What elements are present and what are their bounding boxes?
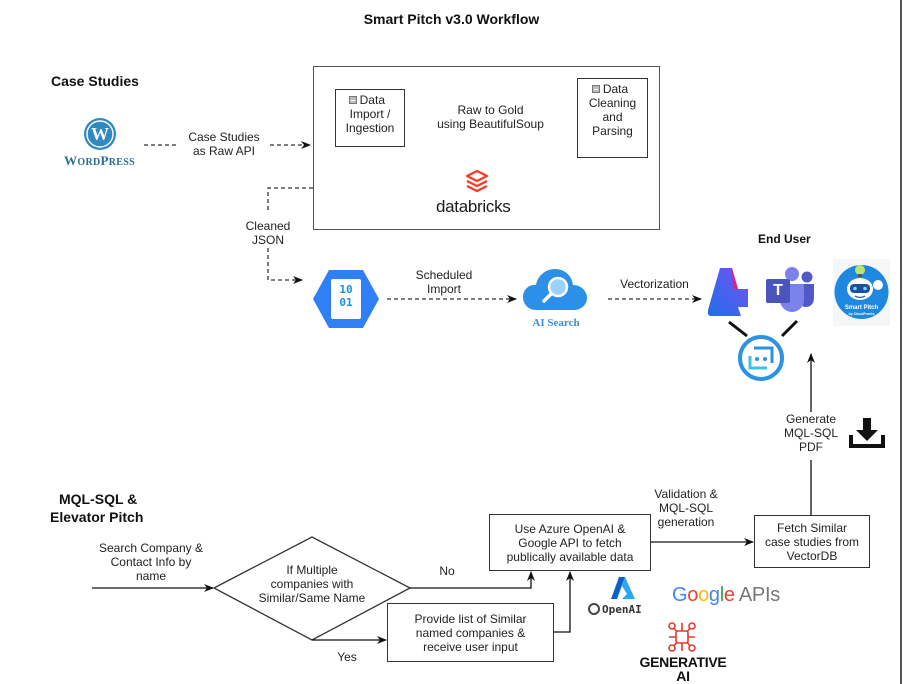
edge-no-to-azure xyxy=(410,571,535,589)
ai-search-label: AI Search xyxy=(532,317,580,329)
decision-node: If Multiple companies with Similar/Same … xyxy=(258,563,366,605)
collapse-icon[interactable] xyxy=(591,85,600,93)
generative-ai-icon xyxy=(668,622,696,652)
section-heading-mql-line2: Elevator Pitch xyxy=(50,509,144,525)
fetch-similar-box[interactable]: Fetch Similar case studies from VectorDB xyxy=(754,515,870,568)
page-border-right xyxy=(900,0,902,684)
openai-logo: OpenAI xyxy=(588,600,642,618)
edge-label-vectorization: Vectorization xyxy=(620,277,689,291)
diagram-title: Smart Pitch v3.0 Workflow xyxy=(363,11,540,27)
databricks-wordmark: databricks xyxy=(436,197,511,216)
edge-label-generate-pdf: Generate MQL-SQL PDF xyxy=(776,412,846,454)
edge-label-cleaned-json: Cleaned JSON xyxy=(243,219,293,247)
edge-databricks-to-storage xyxy=(267,187,313,210)
blob-storage-binary: 10 01 xyxy=(339,283,353,309)
section-heading-mql: MQL-SQL & Elevator Pitch xyxy=(50,490,143,526)
databricks-icon xyxy=(465,169,489,193)
svg-text:W: W xyxy=(91,124,109,144)
teams-icon: T xyxy=(766,266,814,312)
edge-provide-to-azure xyxy=(553,571,574,633)
wordpress-wordmark: WORDPRESS xyxy=(64,153,135,168)
wordpress-icon: W xyxy=(84,118,116,150)
edge-label-raw-to-gold: Raw to Gold using BeautifulSoup xyxy=(437,103,544,131)
section-heading-case-studies: Case Studies xyxy=(51,73,139,89)
edge-copilot-to-bot xyxy=(728,320,748,338)
openai-icon xyxy=(588,602,600,615)
wordpress-logo: W WORDPRESS xyxy=(57,117,142,172)
edge-label-yes: Yes xyxy=(337,650,357,664)
edge-teams-to-bot xyxy=(780,319,799,338)
edge-label-no: No xyxy=(439,564,455,578)
blob-storage-icon: 10 01 xyxy=(313,270,379,328)
smart-pitch-logo-title: Smart Pitch xyxy=(844,305,879,311)
azure-openai-fetch-box[interactable]: Use Azure OpenAI & Google API to fetch p… xyxy=(489,514,651,571)
download-icon xyxy=(849,418,885,448)
data-import-box[interactable]: Data Import / Ingestion xyxy=(335,89,405,147)
bot-service-icon xyxy=(738,335,784,381)
section-heading-end-user: End User xyxy=(758,232,811,246)
generative-ai-wordmark: GENERATIVE AI xyxy=(639,654,727,684)
data-cleaning-box[interactable]: Data Cleaning and Parsing xyxy=(577,78,648,158)
edge-label-search-company: Search Company & Contact Info by name xyxy=(98,541,204,583)
teams-letter: T xyxy=(773,282,783,299)
azure-icon xyxy=(611,577,635,599)
edge-databricks-to-storage-2 xyxy=(267,248,303,284)
smart-pitch-logo: Smart Pitch by CloudFronts xyxy=(833,259,890,326)
copilot-studio-icon xyxy=(708,268,748,316)
collapse-icon[interactable] xyxy=(348,96,357,104)
smart-pitch-logo-subtitle: by CloudFronts xyxy=(848,312,875,316)
ai-search-icon xyxy=(523,269,587,310)
edge-label-scheduled-import: Scheduled Import xyxy=(415,268,473,296)
provide-list-box[interactable]: Provide list of Similar named companies … xyxy=(387,603,554,662)
edge-label-validation: Validation & MQL-SQL generation xyxy=(654,487,718,529)
google-apis-logo: Google APIs xyxy=(672,584,780,606)
section-heading-mql-line1: MQL-SQL & xyxy=(59,491,138,507)
edge-label-raw-api: Case Studies as Raw API xyxy=(179,130,269,158)
